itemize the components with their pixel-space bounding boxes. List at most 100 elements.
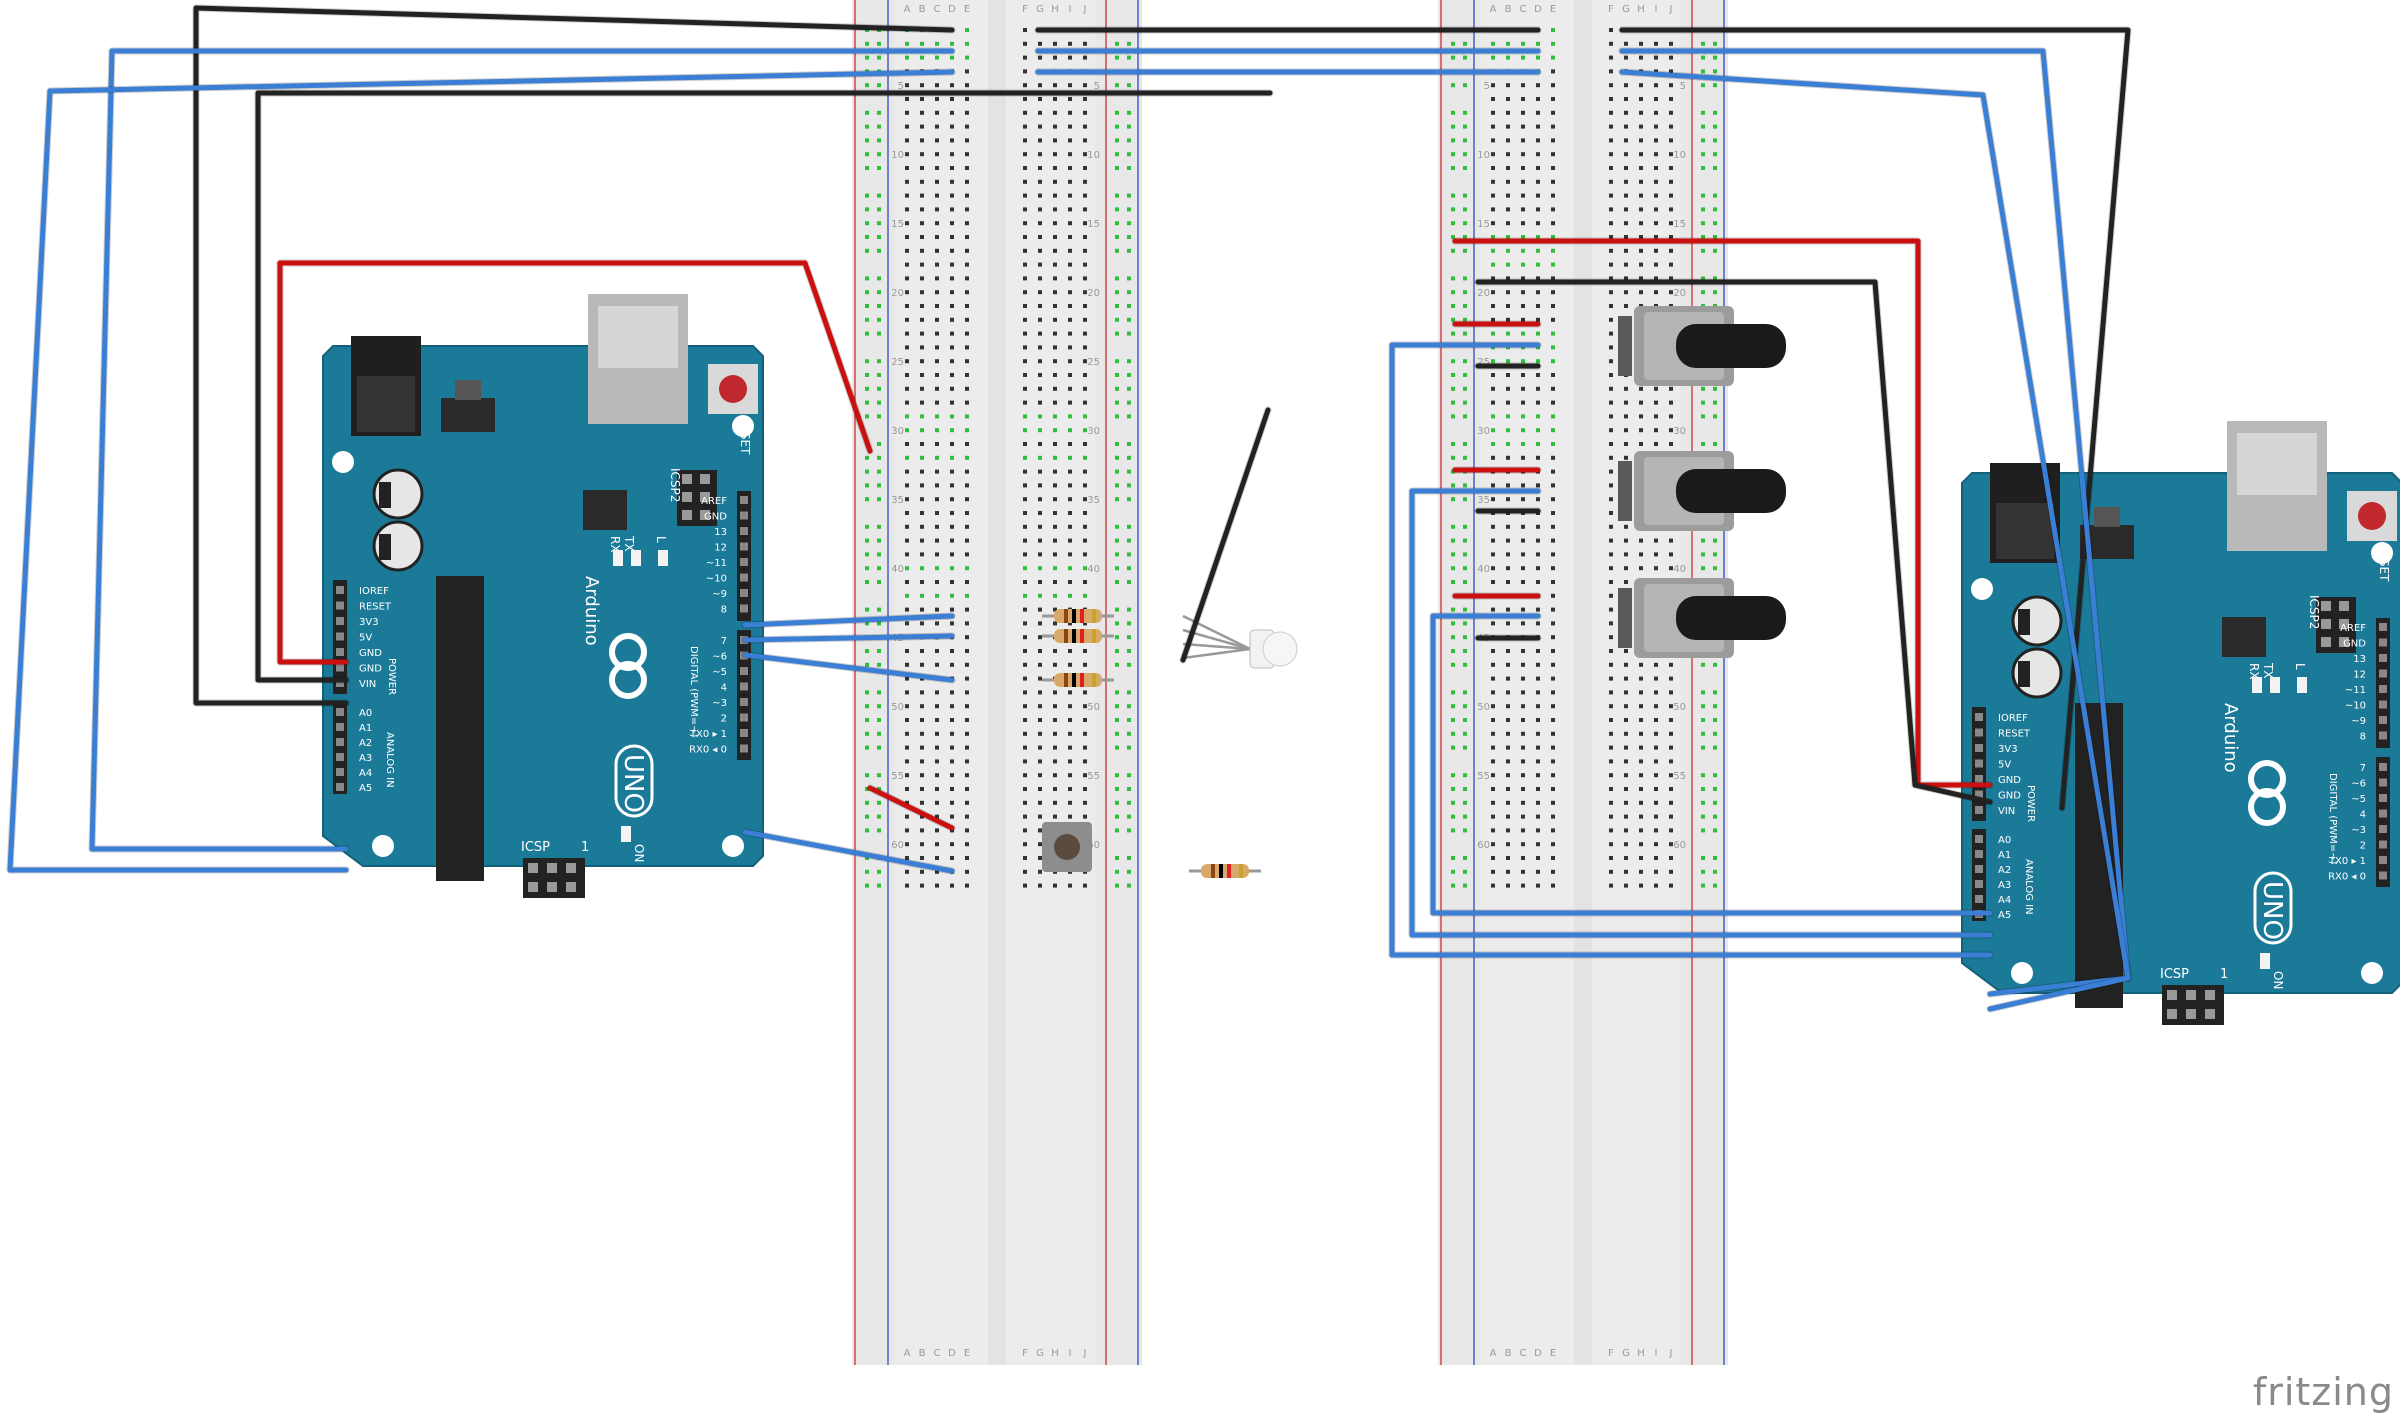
hole (950, 787, 954, 791)
digital-pin-label: ~11 (706, 558, 727, 569)
wire-5v-right (1452, 238, 1993, 788)
hole (1536, 193, 1540, 198)
led-on (2260, 953, 2270, 969)
hole (920, 649, 924, 653)
column-letter: I (1655, 1348, 1658, 1359)
row-number: 35 (1087, 495, 1100, 506)
hole (1551, 538, 1555, 543)
hole (1521, 524, 1525, 529)
analog-pin-label: A2 (359, 738, 372, 749)
hole (1083, 483, 1087, 488)
hole (950, 235, 954, 239)
hole (1654, 828, 1658, 833)
rail-hole (865, 814, 869, 819)
hole (965, 193, 969, 198)
hole (1654, 124, 1658, 129)
rail-hole (1701, 538, 1705, 543)
l-label: L (654, 536, 668, 543)
rail-hole (865, 400, 869, 405)
mount-hole (372, 835, 394, 857)
hole (1536, 359, 1540, 364)
hole (1654, 759, 1658, 764)
hole (935, 317, 939, 322)
hole (1551, 345, 1555, 350)
hole (1053, 400, 1057, 405)
usb-chip (2222, 617, 2266, 657)
hole (1609, 83, 1613, 88)
header-pin (1975, 835, 1983, 843)
rail-hole (1713, 41, 1717, 46)
hole (1053, 718, 1057, 722)
hole (1536, 773, 1540, 778)
rail-hole (1115, 359, 1119, 364)
column-letter: F (1608, 1348, 1614, 1359)
hole (1669, 124, 1673, 129)
hole (950, 607, 954, 612)
hole (905, 97, 909, 101)
reset-label: RESET (738, 416, 752, 455)
rail-hole (1451, 828, 1455, 833)
column-letter: I (1655, 4, 1658, 15)
resistor-r3 (1042, 673, 1114, 687)
hole (1023, 690, 1027, 695)
hole (905, 221, 909, 226)
hole (950, 248, 954, 253)
hole (1068, 745, 1072, 750)
rail-hole (1463, 442, 1467, 446)
hole (1536, 676, 1540, 681)
hole (1551, 221, 1555, 226)
hole (950, 883, 954, 888)
hole (1551, 593, 1555, 598)
digital-pin-label: TX0 ▸ 1 (689, 729, 727, 740)
hole (935, 124, 939, 129)
hole (935, 524, 939, 529)
hole (1038, 304, 1042, 308)
hole (1521, 676, 1525, 681)
hole (1536, 649, 1540, 653)
hole (1038, 152, 1042, 157)
hole (1669, 704, 1673, 709)
rail-hole (1451, 41, 1455, 46)
header-pin (336, 723, 344, 731)
hole (905, 110, 909, 115)
mount-hole (332, 451, 354, 473)
hole (965, 718, 969, 722)
hole (1023, 276, 1027, 281)
hole (1654, 69, 1658, 74)
digital-pin-label: 2 (2360, 841, 2366, 852)
hole (1023, 828, 1027, 833)
hole (1053, 41, 1057, 46)
hole (1023, 166, 1027, 170)
hole (1521, 869, 1525, 874)
header-pin (2379, 700, 2387, 709)
hole (1023, 842, 1027, 847)
rail-hole (865, 538, 869, 543)
icsp-pin-label: 1 (2220, 967, 2228, 982)
hole (905, 787, 909, 791)
column-letter: E (1550, 4, 1556, 15)
hole (920, 455, 924, 460)
hole (1521, 207, 1525, 212)
hole (1506, 552, 1510, 557)
hole (1491, 207, 1495, 212)
rail-hole (1701, 276, 1705, 281)
hole (1083, 511, 1087, 515)
hole (1038, 524, 1042, 529)
header-pin (740, 573, 748, 582)
hole (965, 179, 969, 184)
hole (1639, 842, 1643, 847)
hole (950, 41, 954, 46)
column-letter: B (919, 1348, 926, 1359)
rail-hole (1701, 773, 1705, 778)
hole (1083, 883, 1087, 888)
rail-hole (1115, 414, 1119, 419)
hole (1038, 83, 1042, 88)
hole (1506, 317, 1510, 322)
hole (1654, 179, 1658, 184)
hole (1551, 69, 1555, 74)
rail-hole (1127, 662, 1131, 667)
header-pin (566, 863, 576, 873)
hole (950, 317, 954, 322)
hole (1654, 41, 1658, 46)
hole (965, 69, 969, 74)
